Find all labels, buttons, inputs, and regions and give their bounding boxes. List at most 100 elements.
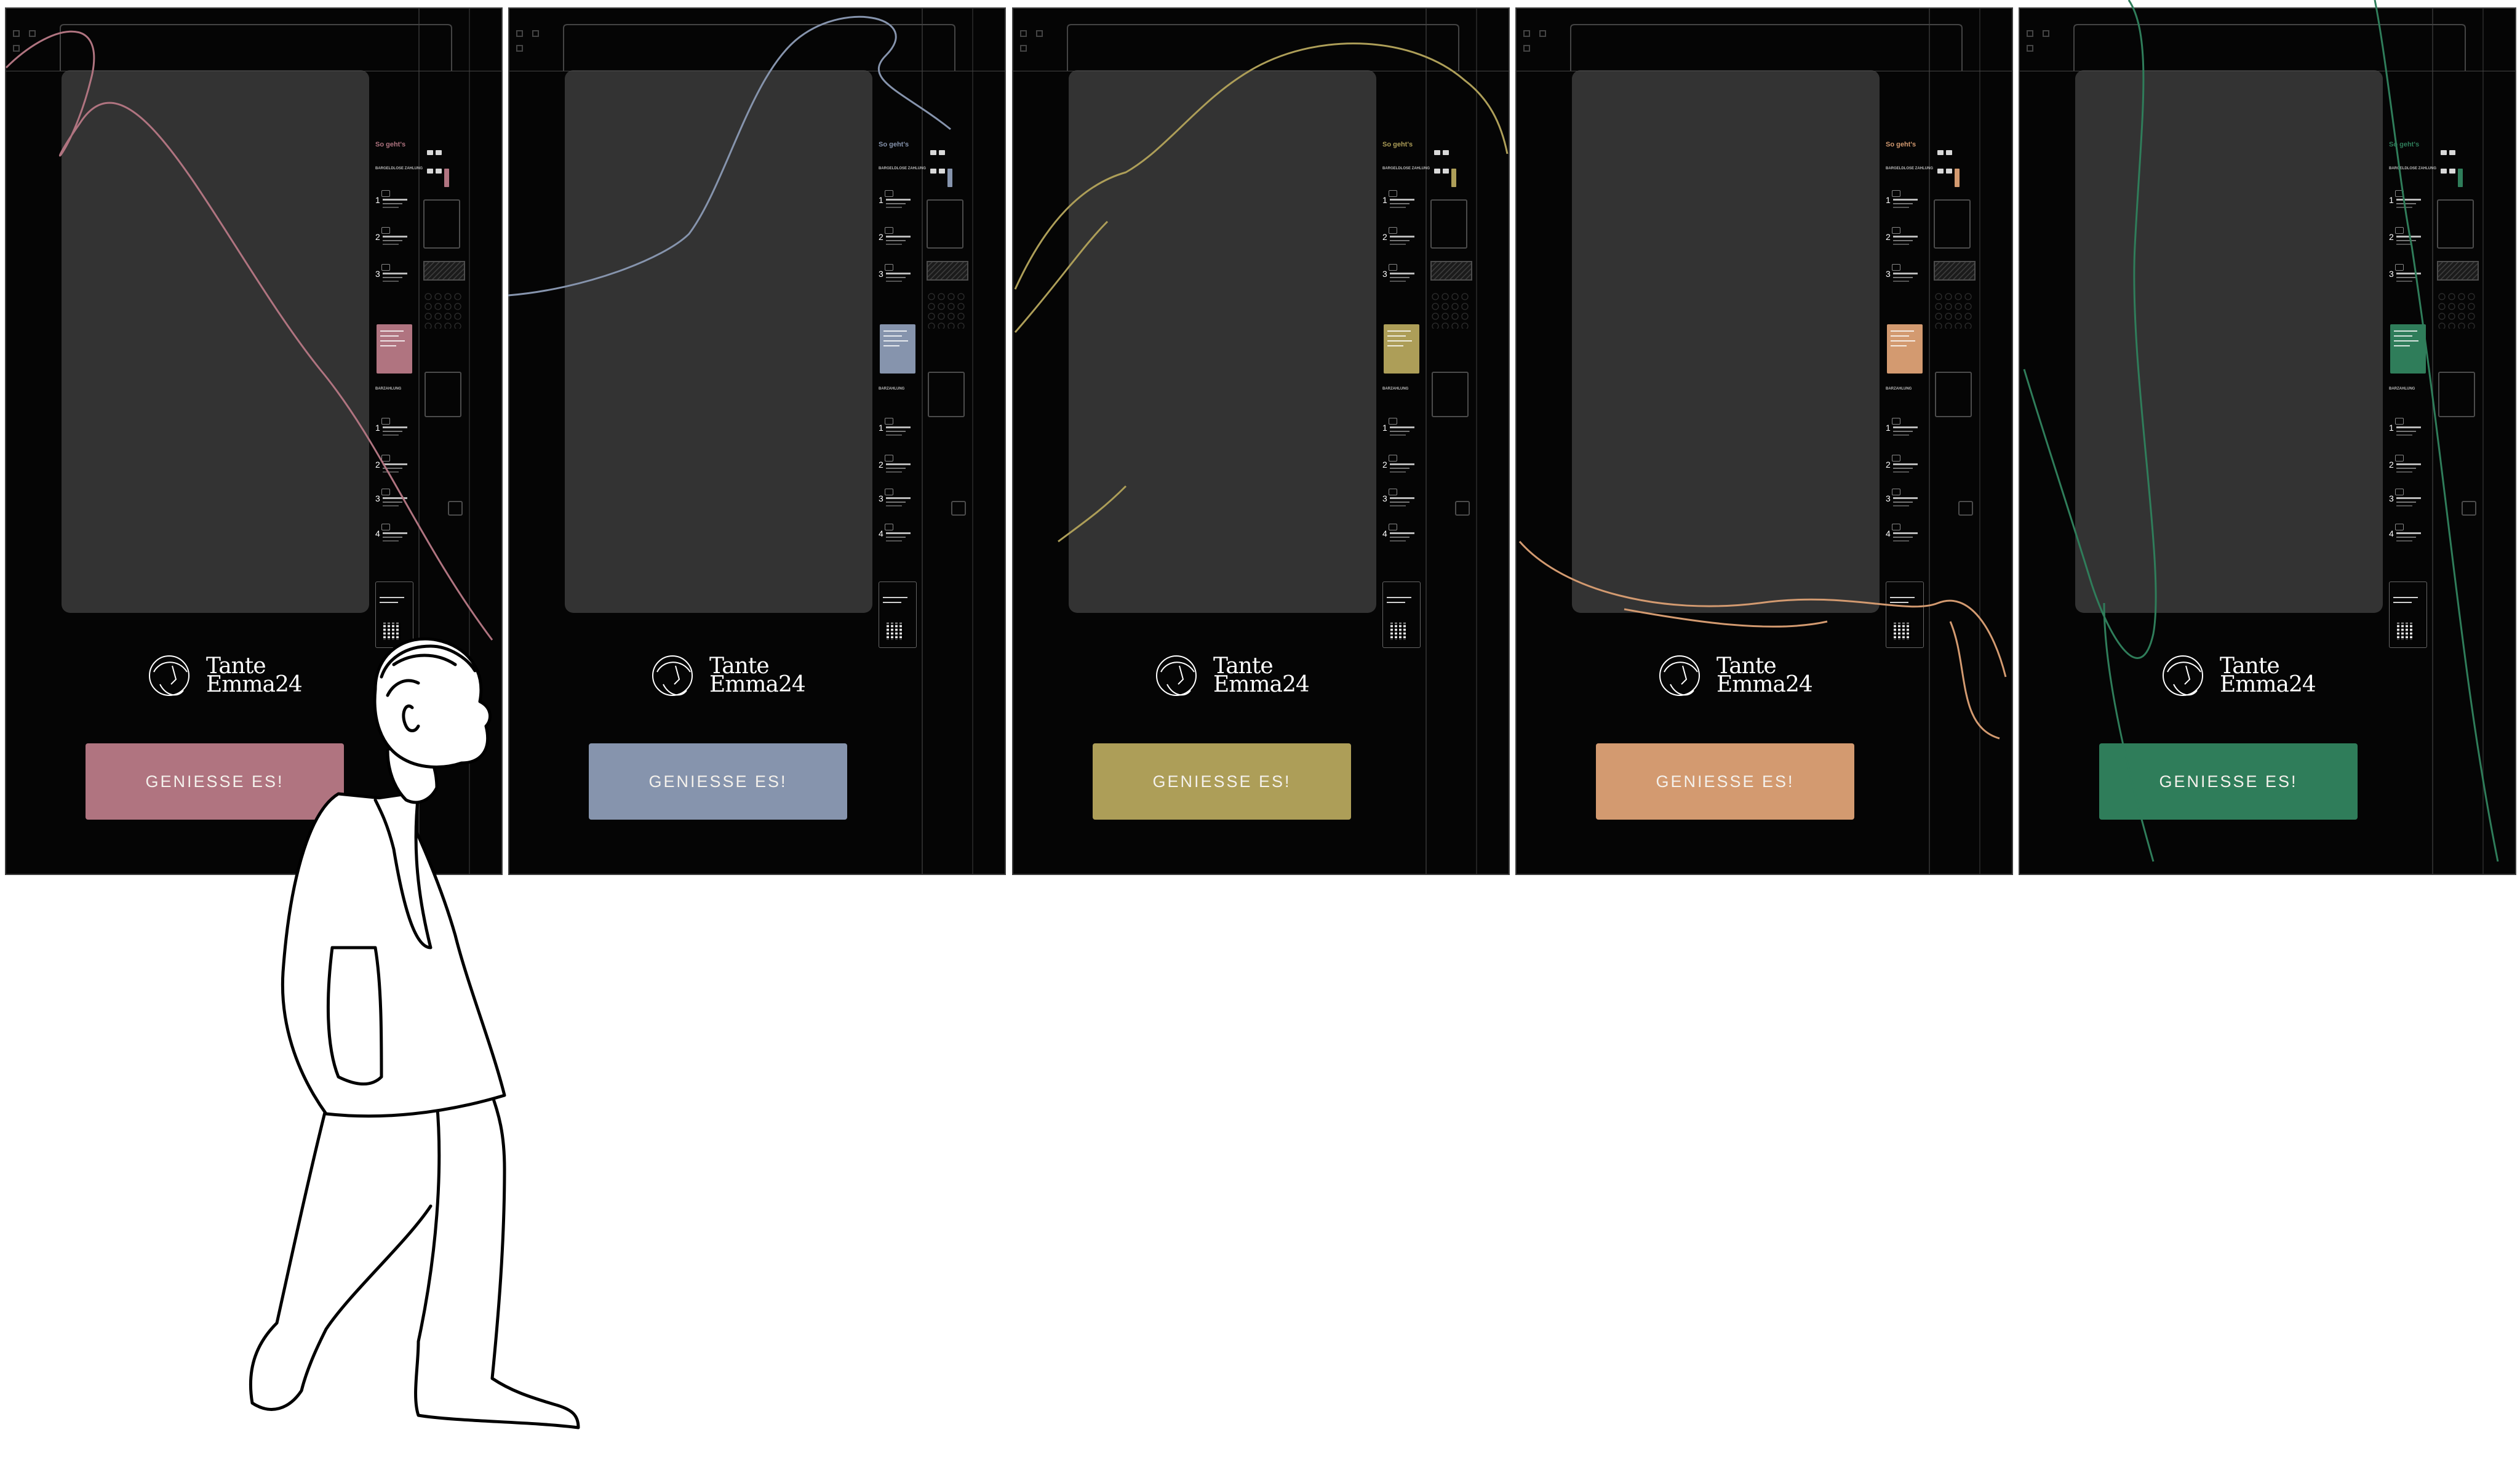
instructions-title: So geht's <box>879 141 909 148</box>
step-2: 2 <box>375 227 412 252</box>
step-2: 2 <box>1382 455 1419 479</box>
step-2: 2 <box>879 455 915 479</box>
arm <box>326 946 383 1086</box>
step-2: 2 <box>1886 227 1923 252</box>
coin-slot[interactable] <box>1935 372 1972 417</box>
coin-return[interactable] <box>1455 501 1470 516</box>
brand-name-line2: Emma24 <box>1717 672 1813 697</box>
payment-icons <box>423 138 466 187</box>
coin-return[interactable] <box>951 501 966 516</box>
keypad[interactable] <box>423 292 463 329</box>
brand-name-line1: Tante <box>709 654 770 679</box>
speaker-grill <box>1934 261 1976 281</box>
speaker-grill <box>927 261 968 281</box>
step-2: 2 <box>879 227 915 252</box>
qr-code-icon[interactable] <box>2397 623 2414 640</box>
qr-code-icon[interactable] <box>1390 623 1408 640</box>
instructions-title: So geht's <box>375 141 406 148</box>
keypad[interactable] <box>1430 292 1470 329</box>
instructions-panel: So geht's BARGELDLOSE ZAHLUNG 1 2 3 BARZ… <box>879 141 926 648</box>
coin-return[interactable] <box>2462 501 2476 516</box>
promo-card <box>1887 324 1923 374</box>
step-1: 1 <box>879 418 915 442</box>
step-3: 3 <box>1886 264 1923 289</box>
coin-return[interactable] <box>1958 501 1973 516</box>
payment-icons <box>2437 138 2480 187</box>
display-screen[interactable] <box>1069 70 1376 613</box>
qr-panel <box>1382 582 1421 648</box>
brand-name-line2: Emma24 <box>206 672 303 697</box>
promo-card <box>377 324 412 374</box>
step-4: 4 <box>375 524 412 548</box>
instructions-title: So geht's <box>2389 141 2420 148</box>
step-3: 3 <box>2389 264 2426 289</box>
brand-name-line1: Tante <box>1213 654 1274 679</box>
woman-head-icon <box>1156 655 1197 696</box>
card-reader[interactable] <box>927 199 963 249</box>
coin-slot[interactable] <box>425 372 461 417</box>
display-screen[interactable] <box>2075 70 2383 613</box>
step-1: 1 <box>2389 190 2426 215</box>
woman-head-icon <box>2163 655 2203 696</box>
step-2: 2 <box>1886 455 1923 479</box>
display-screen[interactable] <box>1572 70 1880 613</box>
step-2: 2 <box>2389 455 2426 479</box>
instructions-title: So geht's <box>1886 141 1916 148</box>
cabinet: So geht's BARGELDLOSE ZAHLUNG 1 2 3 BARZ… <box>2019 7 2516 875</box>
qr-code-icon[interactable] <box>1894 623 1911 640</box>
step-3: 3 <box>879 264 915 289</box>
coin-slot[interactable] <box>928 372 965 417</box>
head <box>373 637 492 769</box>
promo-card <box>2390 324 2426 374</box>
payment-icons <box>927 138 970 187</box>
geniesse-es-button[interactable]: GENIESSE ES! <box>2099 743 2358 820</box>
step-1: 1 <box>2389 418 2426 442</box>
step-3: 3 <box>879 489 915 513</box>
machine-base <box>508 7 1006 71</box>
geniesse-es-button[interactable]: GENIESSE ES! <box>589 743 847 820</box>
card-reader[interactable] <box>2437 199 2474 249</box>
cash-subtitle: BARZAHLUNG <box>1886 387 1912 391</box>
payment-subtitle: BARGELDLOSE ZAHLUNG <box>1382 167 1430 170</box>
step-1: 1 <box>375 190 412 215</box>
step-1: 1 <box>1886 418 1923 442</box>
step-2: 2 <box>2389 227 2426 252</box>
geniesse-es-button[interactable]: GENIESSE ES! <box>1093 743 1351 820</box>
keypad[interactable] <box>927 292 966 329</box>
display-screen[interactable] <box>565 70 872 613</box>
step-3: 3 <box>1382 489 1419 513</box>
cash-subtitle: BARZAHLUNG <box>375 387 402 391</box>
card-reader[interactable] <box>423 199 460 249</box>
geniesse-es-button[interactable]: GENIESSE ES! <box>86 743 344 820</box>
machine-base <box>1515 7 2013 71</box>
cash-subtitle: BARZAHLUNG <box>879 387 905 391</box>
coin-slot[interactable] <box>2438 372 2475 417</box>
backpack-strap <box>373 792 433 949</box>
brand-name-line1: Tante <box>206 654 266 679</box>
qr-code-icon[interactable] <box>887 623 904 640</box>
step-3: 3 <box>2389 489 2426 513</box>
keypad[interactable] <box>2437 292 2476 329</box>
qr-panel <box>879 582 917 648</box>
cash-subtitle: BARZAHLUNG <box>1382 387 1409 391</box>
coin-return[interactable] <box>448 501 463 516</box>
step-3: 3 <box>375 489 412 513</box>
geniesse-es-button[interactable]: GENIESSE ES! <box>1596 743 1854 820</box>
payment-subtitle: BARGELDLOSE ZAHLUNG <box>375 167 423 170</box>
instructions-title: So geht's <box>1382 141 1413 148</box>
machine-base <box>2019 7 2516 71</box>
display-screen[interactable] <box>62 70 369 613</box>
brand-name-line2: Emma24 <box>2220 672 2316 697</box>
step-3: 3 <box>1382 264 1419 289</box>
payment-subtitle: BARGELDLOSE ZAHLUNG <box>879 167 926 170</box>
keypad[interactable] <box>1934 292 1973 329</box>
card-reader[interactable] <box>1430 199 1467 249</box>
card-reader[interactable] <box>1934 199 1971 249</box>
step-4: 4 <box>1382 524 1419 548</box>
coin-slot[interactable] <box>1432 372 1469 417</box>
machine-base <box>1012 7 1510 71</box>
speaker-grill <box>2437 261 2479 281</box>
